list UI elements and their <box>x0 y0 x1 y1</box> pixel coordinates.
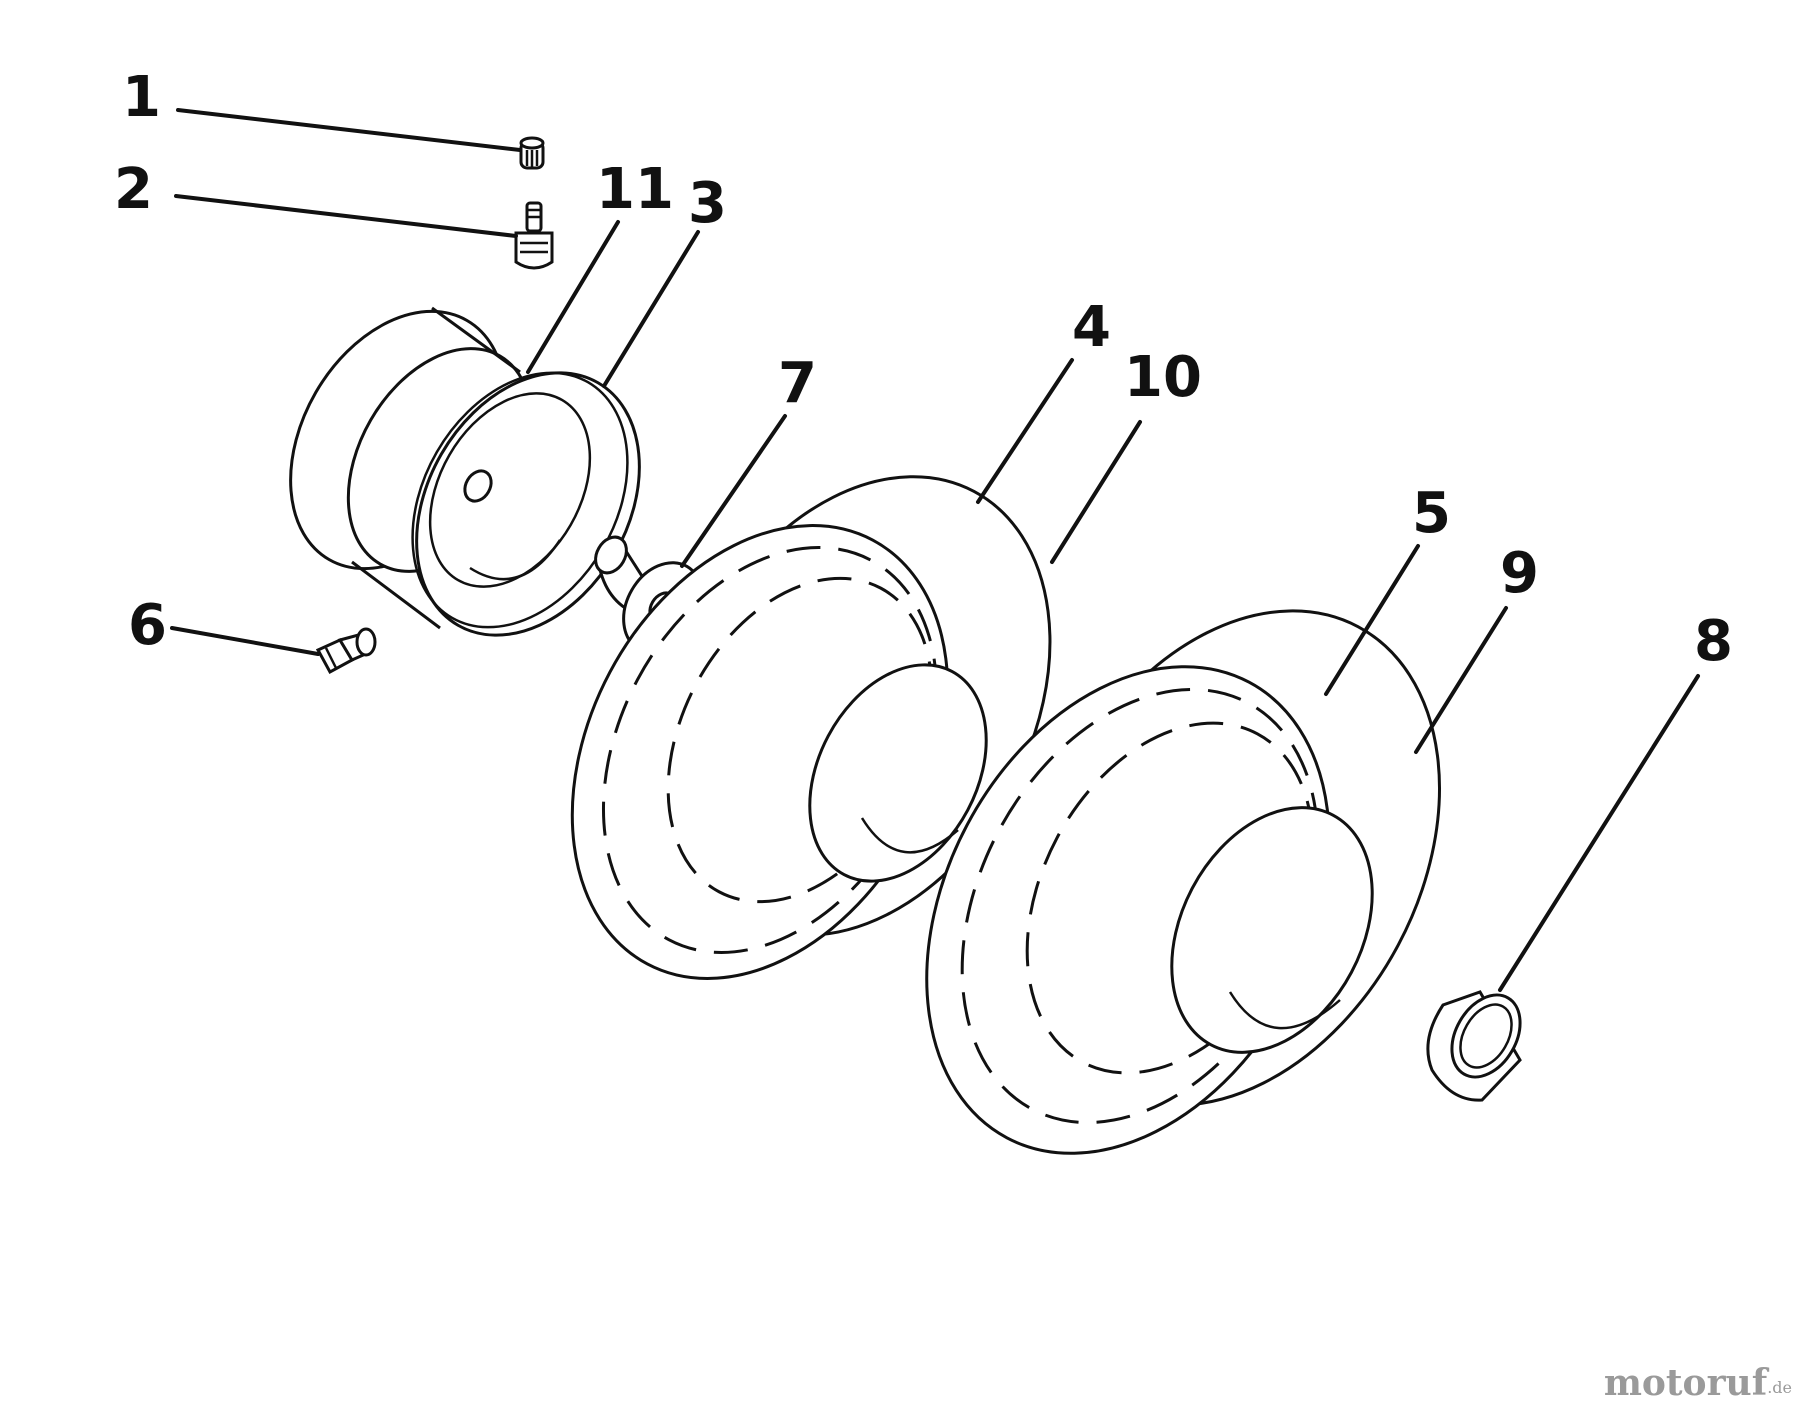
watermark-brand: motoruf <box>1603 1362 1768 1404</box>
leader-5 <box>1324 544 1420 696</box>
part-2-valve-stem <box>514 201 554 270</box>
callout-3: 3 <box>688 171 727 236</box>
leader-10 <box>1050 420 1142 564</box>
part-6-grease-fitting <box>315 627 377 675</box>
callout-1: 1 <box>122 65 161 130</box>
callout-numbers: 1 2 11 3 6 7 4 10 5 9 8 <box>114 65 1733 674</box>
part-1-valve-cap <box>519 136 545 170</box>
wheel-rim <box>289 306 641 637</box>
callout-4: 4 <box>1072 295 1111 360</box>
tire-front <box>570 475 1052 980</box>
leader-8 <box>1498 674 1700 992</box>
leader-3 <box>602 230 700 388</box>
leader-4 <box>976 358 1074 504</box>
watermark-tld: .de <box>1767 1378 1792 1397</box>
leader-11 <box>526 220 620 374</box>
leader-2 <box>174 194 518 238</box>
callout-10: 10 <box>1124 345 1202 410</box>
leader-9 <box>1414 606 1508 754</box>
callout-8: 8 <box>1694 609 1733 674</box>
callout-6: 6 <box>128 593 167 658</box>
leader-6 <box>170 626 320 656</box>
callout-5: 5 <box>1412 481 1451 546</box>
leader-lines <box>170 108 1700 992</box>
part-8-sleeve <box>1426 990 1522 1102</box>
callout-7: 7 <box>778 351 817 416</box>
leader-1 <box>176 108 522 152</box>
watermark-logo: motoruf.de <box>1604 1362 1792 1404</box>
callout-9: 9 <box>1500 541 1539 606</box>
callout-2: 2 <box>114 157 153 222</box>
leader-7 <box>680 414 787 568</box>
tire-rear <box>925 609 1441 1155</box>
callout-11: 11 <box>596 157 674 222</box>
